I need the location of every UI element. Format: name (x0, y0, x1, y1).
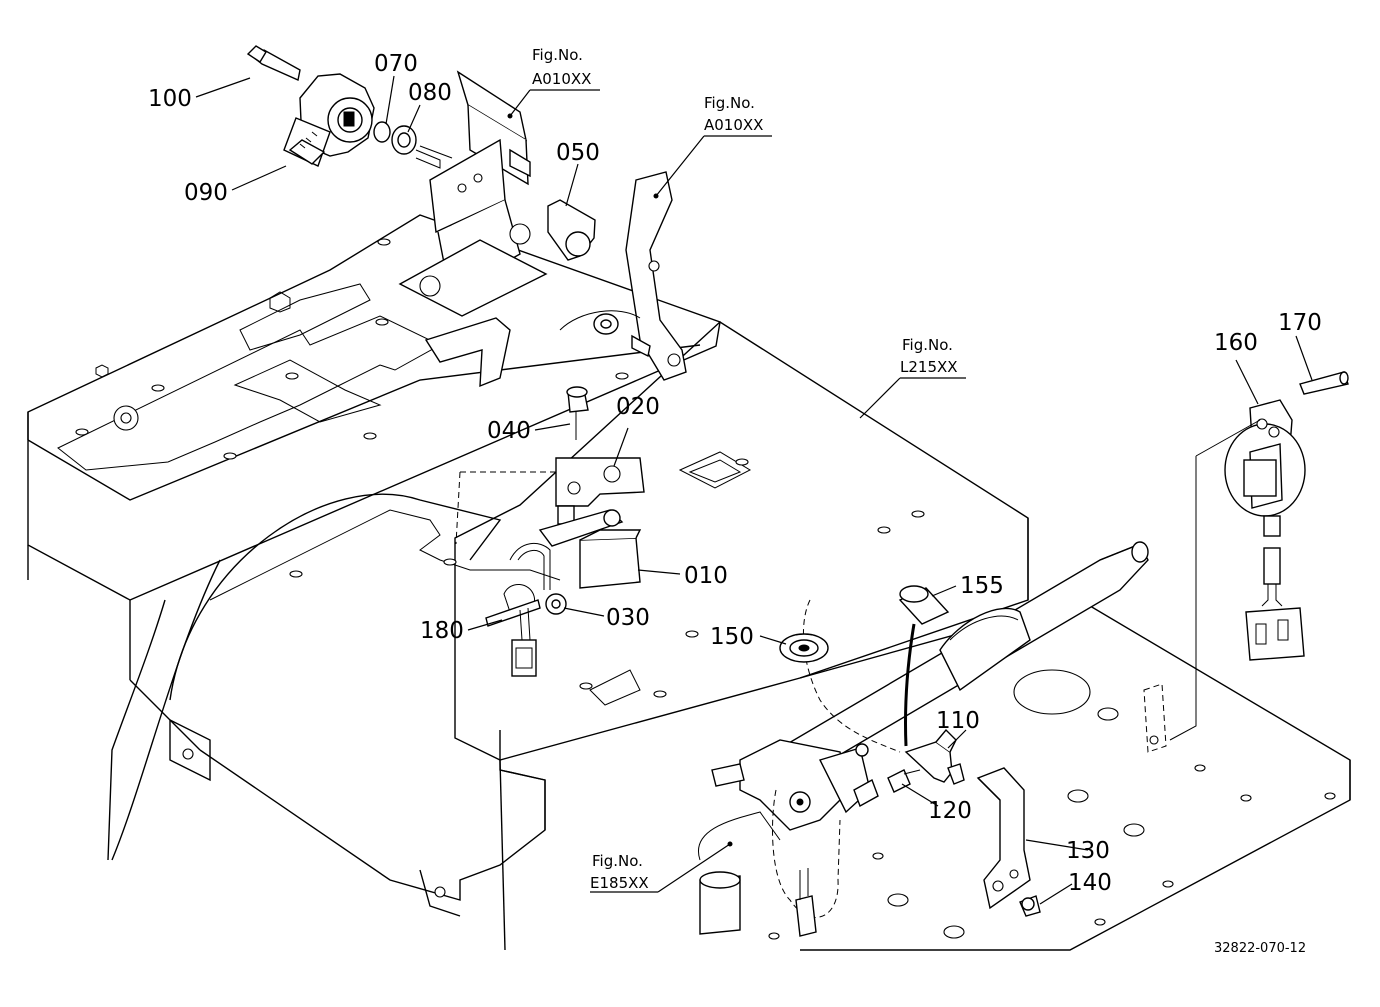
figure-references: Fig.No. A010XX Fig.No. A010XX Fig.No. L2… (532, 46, 958, 892)
part-number-080: 080 (408, 80, 452, 106)
grommet-150 (779, 633, 829, 663)
part-number-130: 130 (1066, 838, 1110, 864)
leader-lines (195, 75, 1313, 905)
part-number-160: 160 (1214, 330, 1258, 356)
switch-110 (887, 728, 965, 793)
fig-ref-2-title: Fig.No. (704, 94, 755, 112)
drawing-id: 32822-070-12 (1214, 941, 1306, 956)
part-numbers: 100 070 080 090 050 040 020 010 030 180 … (148, 51, 1322, 896)
part-number-090: 090 (184, 180, 228, 206)
part-number-155: 155 (960, 573, 1004, 599)
part-number-180: 180 (420, 618, 464, 644)
fig-ref-4-title: Fig.No. (592, 852, 643, 870)
fig-ref-1-title: Fig.No. (532, 46, 583, 64)
fig-ref-3-code: L215XX (900, 358, 958, 376)
fig-ref-1-code: A010XX (532, 70, 591, 88)
fig-ref-2-code: A010XX (704, 116, 763, 134)
main-body (289, 321, 1029, 951)
part-number-070: 070 (374, 51, 418, 77)
fig-ref-3-title: Fig.No. (902, 336, 953, 354)
parking-lever (697, 541, 1149, 937)
sensor-090 (246, 45, 441, 169)
part-number-170: 170 (1278, 310, 1322, 336)
part-number-040: 040 (487, 418, 531, 444)
part-number-020: 020 (616, 394, 660, 420)
center-assembly (455, 386, 645, 677)
sensor-160 (1169, 371, 1349, 741)
floor-panel-left (27, 214, 721, 601)
tube-155 (898, 585, 950, 747)
part-number-010: 010 (684, 563, 728, 589)
part-number-140: 140 (1068, 870, 1112, 896)
part-number-150: 150 (710, 624, 754, 650)
side-wall (107, 493, 561, 917)
pedal-bracket-assembly (398, 70, 596, 388)
bracket-130 (976, 767, 1041, 917)
part-number-030: 030 (606, 605, 650, 631)
part-number-120: 120 (928, 798, 972, 824)
part-number-100: 100 (148, 86, 192, 112)
pad-bracket (1143, 683, 1167, 753)
part-number-110: 110 (936, 708, 980, 734)
part-number-050: 050 (556, 140, 600, 166)
pedal-arm (559, 171, 687, 381)
fig-ref-4-code: E185XX (590, 874, 649, 892)
